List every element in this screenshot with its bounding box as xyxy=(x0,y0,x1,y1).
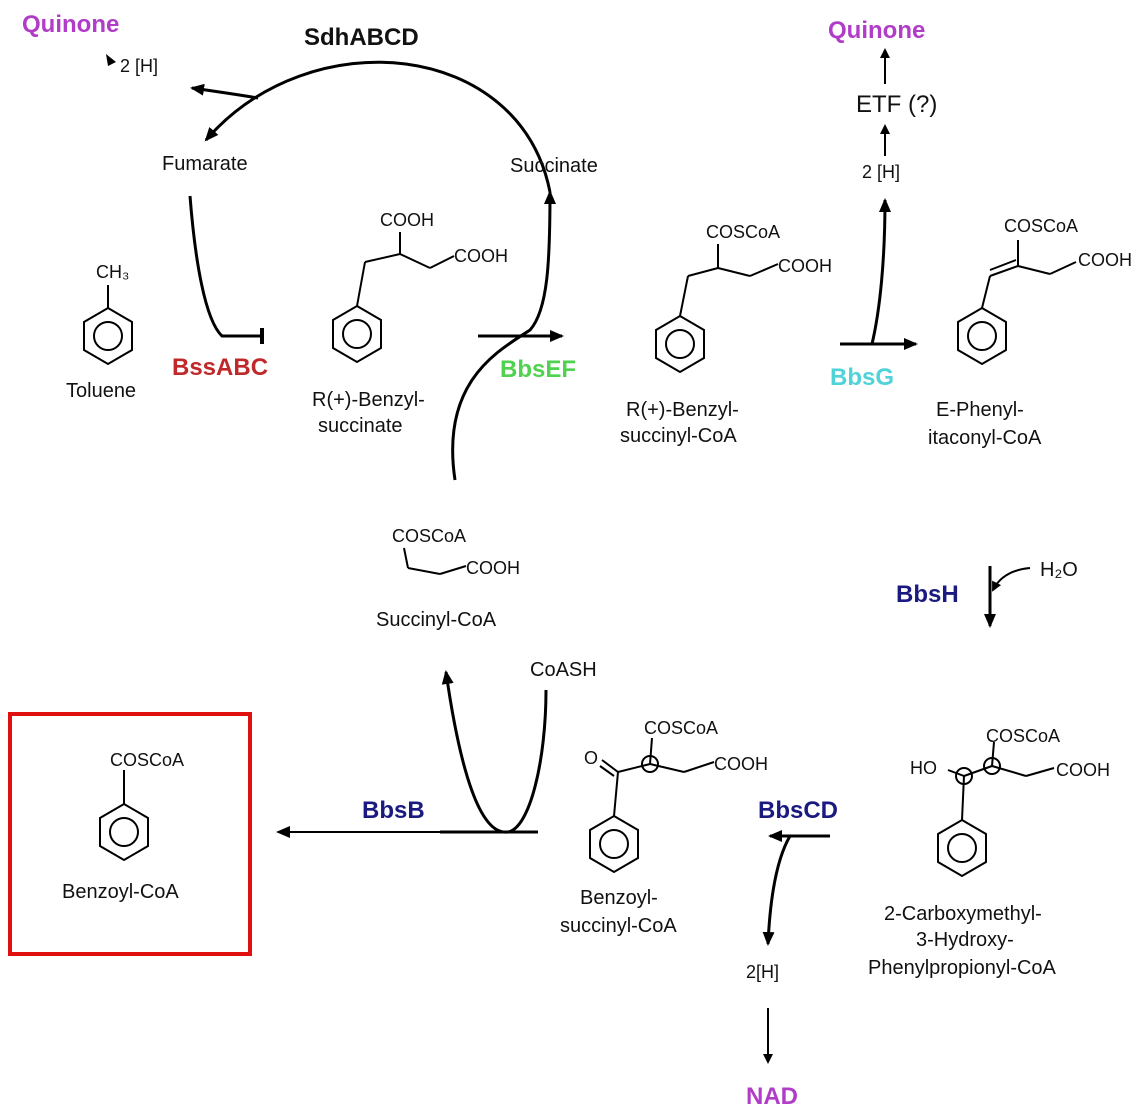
toluene-structure xyxy=(83,285,133,366)
benzylsuccinyl-coa-group-2: COOH xyxy=(778,256,832,276)
succinyl-coa-group-1: COSCoA xyxy=(392,526,466,546)
bssabc-enzyme-label: BssABC xyxy=(172,354,268,381)
hydroxy-compound-group-1: COSCoA xyxy=(986,726,1060,746)
benzylsuccinyl-coa-group-1: COSCoA xyxy=(706,222,780,242)
bbsg-hydrogen-arrow xyxy=(870,198,891,345)
benzoylsuccinyl-coa-name-2: succinyl-CoA xyxy=(560,915,677,937)
hydroxy-compound-name-2: 3-Hydroxy- xyxy=(916,929,1014,951)
phenylitaconyl-coa-group-1: COSCoA xyxy=(1004,216,1078,236)
benzoyl-coa-highlight-box xyxy=(8,712,252,956)
two-h-bottom-label: 2[H] xyxy=(746,962,779,982)
benzoyl-coa-structure xyxy=(99,770,149,862)
benzylsuccinyl-coa-structure xyxy=(655,244,779,374)
phenylitaconyl-coa-group-2: COOH xyxy=(1078,250,1132,270)
benzylsuccinyl-coa-name-2: succinyl-CoA xyxy=(620,425,737,447)
benzylsuccinate-name-2: succinate xyxy=(318,415,403,437)
hydroxy-compound-name-3: Phenylpropionyl-CoA xyxy=(868,957,1057,979)
bbscd-enzyme-label: BbsCD xyxy=(758,797,838,824)
succinate-label: Succinate xyxy=(510,155,598,177)
benzylsuccinate-group-2: COOH xyxy=(454,246,508,266)
benzoyl-coa-name: Benzoyl-CoA xyxy=(62,881,179,903)
benzoylsuccinyl-coa-name-1: Benzoyl- xyxy=(580,887,658,909)
fumarate-label: Fumarate xyxy=(162,153,248,175)
phenylitaconyl-coa-name-2: itaconyl-CoA xyxy=(928,427,1042,449)
phenylitaconyl-coa-structure xyxy=(957,240,1077,366)
benzylsuccinate-group-1: COOH xyxy=(380,210,434,230)
succinyl-coa-group-2: COOH xyxy=(466,558,520,578)
coash-label: CoASH xyxy=(530,659,597,681)
benzylsuccinyl-coa-name-1: R(+)-Benzyl- xyxy=(626,399,739,421)
water-label: H₂O xyxy=(1040,559,1078,581)
water-uptake-arrow xyxy=(992,567,1031,592)
bbsb-enzyme-label: BbsB xyxy=(362,797,425,824)
coash-uptake-curve xyxy=(441,670,548,834)
quinone-left-label: Quinone xyxy=(22,11,119,38)
succinyl-coa-name: Succinyl-CoA xyxy=(376,609,497,631)
quinone-right-label: Quinone xyxy=(828,17,925,44)
two-h-right-label: 2 [H] xyxy=(862,162,900,182)
sdh-hydrogen-branch xyxy=(190,83,259,100)
toluene-methyl-group: CH₃ xyxy=(96,262,129,282)
hydroxy-compound-name-1: 2-Carboxymethyl- xyxy=(884,903,1042,925)
benzoylsuccinyl-coa-group-2: COOH xyxy=(714,754,768,774)
benzoylsuccinyl-coa-group-1: COSCoA xyxy=(644,718,718,738)
benzoylsuccinyl-coa-structure xyxy=(589,737,715,874)
bbsef-enzyme-label: BbsEF xyxy=(500,356,576,383)
sdh-enzyme-label: SdhABCD xyxy=(304,24,419,51)
phenylitaconyl-coa-name-1: E-Phenyl- xyxy=(936,399,1024,421)
benzoyl-coa-group: COSCoA xyxy=(110,750,184,770)
two-h-left-label: 2 [H] xyxy=(120,56,158,76)
bbsg-enzyme-label: BbsG xyxy=(830,364,894,391)
hydroxy-compound-group-3: HO xyxy=(910,758,937,778)
toluene-name: Toluene xyxy=(66,380,136,402)
succinyl-coa-structure xyxy=(403,547,467,575)
benzylsuccinate-structure xyxy=(332,232,455,364)
benzoylsuccinyl-coa-group-3: O xyxy=(584,748,598,768)
quinone-left-arrowhead xyxy=(106,54,116,66)
etf-label: ETF (?) xyxy=(856,91,937,118)
nad-label: NAD xyxy=(746,1083,798,1110)
bbscd-hydrogen-arrow xyxy=(762,835,792,946)
succinyl-coa-to-succinate-arrow xyxy=(451,190,556,481)
hydroxy-compound-structure xyxy=(937,741,1055,878)
sdh-cycle-arc xyxy=(204,60,552,193)
fumarate-to-bssabc-arrow xyxy=(188,195,264,344)
hydroxy-compound-group-2: COOH xyxy=(1056,760,1110,780)
bbsh-enzyme-label: BbsH xyxy=(896,581,959,608)
benzylsuccinate-name-1: R(+)-Benzyl- xyxy=(312,389,425,411)
